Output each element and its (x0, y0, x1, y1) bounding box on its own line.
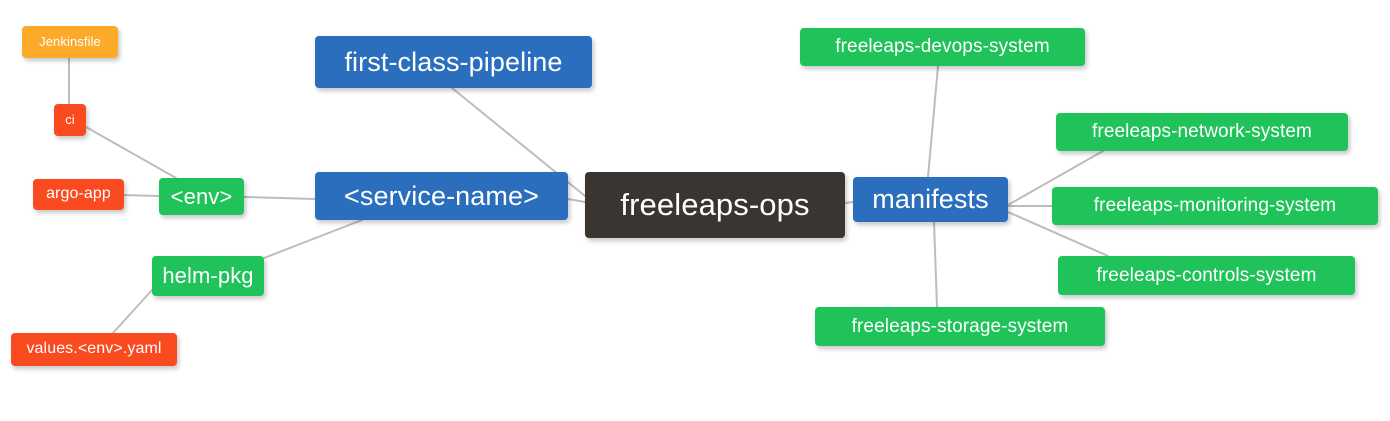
node-freeleaps-devops-system[interactable]: freeleaps-devops-system (800, 28, 1085, 66)
node-argo-app[interactable]: argo-app (33, 179, 124, 210)
edge-service-name-to-helm-pkg (263, 219, 363, 259)
node-label-values-env-yaml: values.<env>.yaml (26, 340, 162, 358)
node-label-freeleaps-monitoring-system: freeleaps-monitoring-system (1093, 195, 1337, 217)
node-label-freeleaps-controls-system: freeleaps-controls-system (1096, 264, 1317, 286)
node-label-freeleaps-devops-system: freeleaps-devops-system (835, 36, 1050, 58)
edge-env-to-argo-app (123, 194, 160, 197)
node-freeleaps-ops[interactable]: freeleaps-ops (585, 172, 845, 238)
node-helm-pkg[interactable]: helm-pkg (152, 256, 264, 296)
node-values-env-yaml[interactable]: values.<env>.yaml (11, 333, 177, 366)
edge-manifests-to-freeleaps-devops-system (927, 65, 939, 178)
node-freeleaps-network-system[interactable]: freeleaps-network-system (1056, 113, 1348, 151)
node-freeleaps-controls-system[interactable]: freeleaps-controls-system (1058, 256, 1355, 295)
node-ci[interactable]: ci (54, 104, 86, 136)
node-label-freeleaps-network-system: freeleaps-network-system (1092, 121, 1312, 143)
node-first-class-pipeline[interactable]: first-class-pipeline (315, 36, 592, 88)
edge-freeleaps-ops-to-service-name (567, 198, 586, 203)
edge-freeleaps-ops-to-manifests (844, 201, 854, 204)
node-label-argo-app: argo-app (46, 185, 111, 203)
node-label-env: <env> (170, 183, 233, 209)
node-label-jenkinsfile: Jenkinsfile (39, 34, 101, 50)
node-manifests[interactable]: manifests (853, 177, 1008, 222)
node-jenkinsfile[interactable]: Jenkinsfile (22, 26, 118, 58)
edge-env-to-ci (85, 126, 177, 179)
node-freeleaps-monitoring-system[interactable]: freeleaps-monitoring-system (1052, 187, 1378, 225)
node-freeleaps-storage-system[interactable]: freeleaps-storage-system (815, 307, 1105, 346)
node-label-ci: ci (65, 112, 75, 128)
node-label-freeleaps-ops: freeleaps-ops (620, 186, 810, 222)
node-label-first-class-pipeline: first-class-pipeline (344, 46, 563, 77)
node-label-helm-pkg: helm-pkg (162, 263, 254, 289)
node-label-manifests: manifests (872, 184, 989, 215)
node-env[interactable]: <env> (159, 178, 244, 215)
node-label-service-name: <service-name> (344, 180, 539, 211)
node-service-name[interactable]: <service-name> (315, 172, 568, 220)
edge-service-name-to-env (243, 196, 316, 200)
edge-manifests-to-freeleaps-storage-system (933, 221, 938, 308)
node-label-freeleaps-storage-system: freeleaps-storage-system (851, 315, 1069, 337)
edge-helm-pkg-to-values-env-yaml (112, 289, 153, 334)
